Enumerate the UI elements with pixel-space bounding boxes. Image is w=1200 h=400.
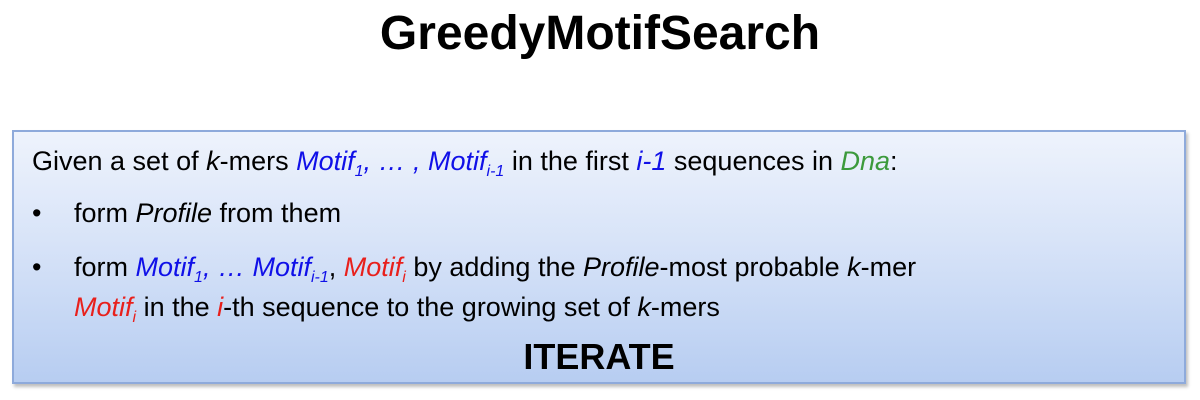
bullet4-text-1: in the (136, 292, 218, 322)
motif-1: Motif1 (296, 146, 364, 180)
bullet4-text-3: -mers (650, 292, 720, 322)
k-italic: k (847, 252, 861, 282)
i-red: i (217, 292, 224, 322)
bullet3-text-2: by adding the (405, 252, 583, 282)
dna-label: Dna (840, 146, 891, 176)
bullet3-text-1: form (74, 252, 136, 282)
bullet-form-profile: • form Profile from them (32, 196, 341, 230)
slide-title: GreedyMotifSearch (379, 7, 821, 60)
k-italic: k (637, 292, 651, 322)
bullet-continuation: Motifi in the i-th sequence to the growi… (74, 290, 720, 326)
motif-i: Motifi (343, 252, 406, 286)
profile-italic: Profile (582, 252, 660, 282)
intro-line: Given a set of k-mers Motif1, … , Motifi… (32, 144, 898, 180)
intro-text-2: -mers (219, 146, 297, 176)
k-italic: k (206, 146, 220, 176)
i-minus-1: i-1 (636, 146, 667, 176)
ellipsis: , … (202, 252, 253, 282)
motif-1: Motif1 (135, 252, 203, 286)
bullet3-text-3: -most probable (659, 252, 848, 282)
bullet-marker: • (32, 252, 42, 282)
intro-text-4: sequences in (666, 146, 841, 176)
motif-i: Motifi (74, 292, 137, 326)
iterate-label: ITERATE (523, 336, 675, 377)
motif-i-1: Motifi-1 (428, 146, 505, 180)
bullet4-text-2: -th sequence to the growing set of (223, 292, 638, 322)
bullet3-text-4: -mer (860, 252, 917, 282)
bullet-form-motifs: • form Motif1, … Motifi-1, Motifi by addi… (32, 250, 917, 286)
profile-italic: Profile (135, 198, 213, 228)
bullet2-text-2: from them (212, 198, 342, 228)
intro-colon: : (890, 146, 898, 176)
bullet2-text-1: form (74, 198, 136, 228)
bullet-marker: • (32, 198, 42, 228)
motif-i-1: Motifi-1 (252, 252, 329, 286)
content-box: Given a set of k-mers Motif1, … , Motifi… (12, 130, 1186, 384)
intro-text-3: in the first (504, 146, 637, 176)
comma: , (328, 252, 344, 282)
ellipsis: , … , (363, 146, 429, 176)
intro-text-1: Given a set of (32, 146, 207, 176)
